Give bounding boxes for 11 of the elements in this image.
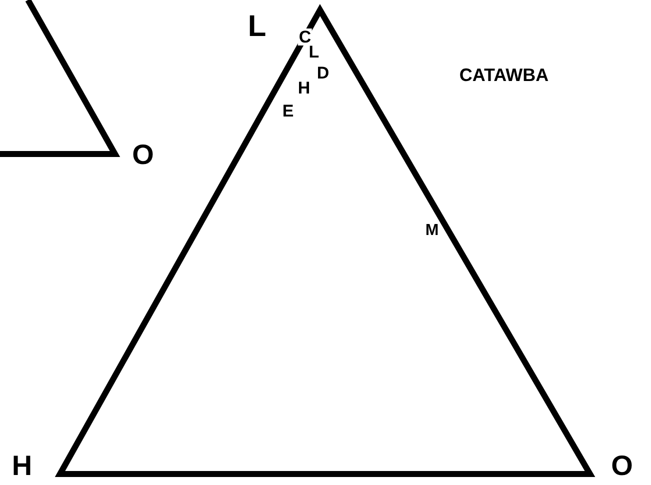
vertex-label: CATAWBA xyxy=(459,66,549,84)
vertex-label: L xyxy=(308,44,320,60)
vertex-label: H xyxy=(298,80,310,96)
vertex-label: D xyxy=(316,64,330,82)
vertex-label: O xyxy=(611,452,633,480)
vertex-label: O xyxy=(132,141,154,169)
vertex-label: E xyxy=(282,102,294,120)
vertex-label: H xyxy=(12,452,32,480)
vertex-label: L xyxy=(248,12,266,42)
vertex-label: M xyxy=(425,223,439,239)
vertex-label: C xyxy=(298,28,312,46)
